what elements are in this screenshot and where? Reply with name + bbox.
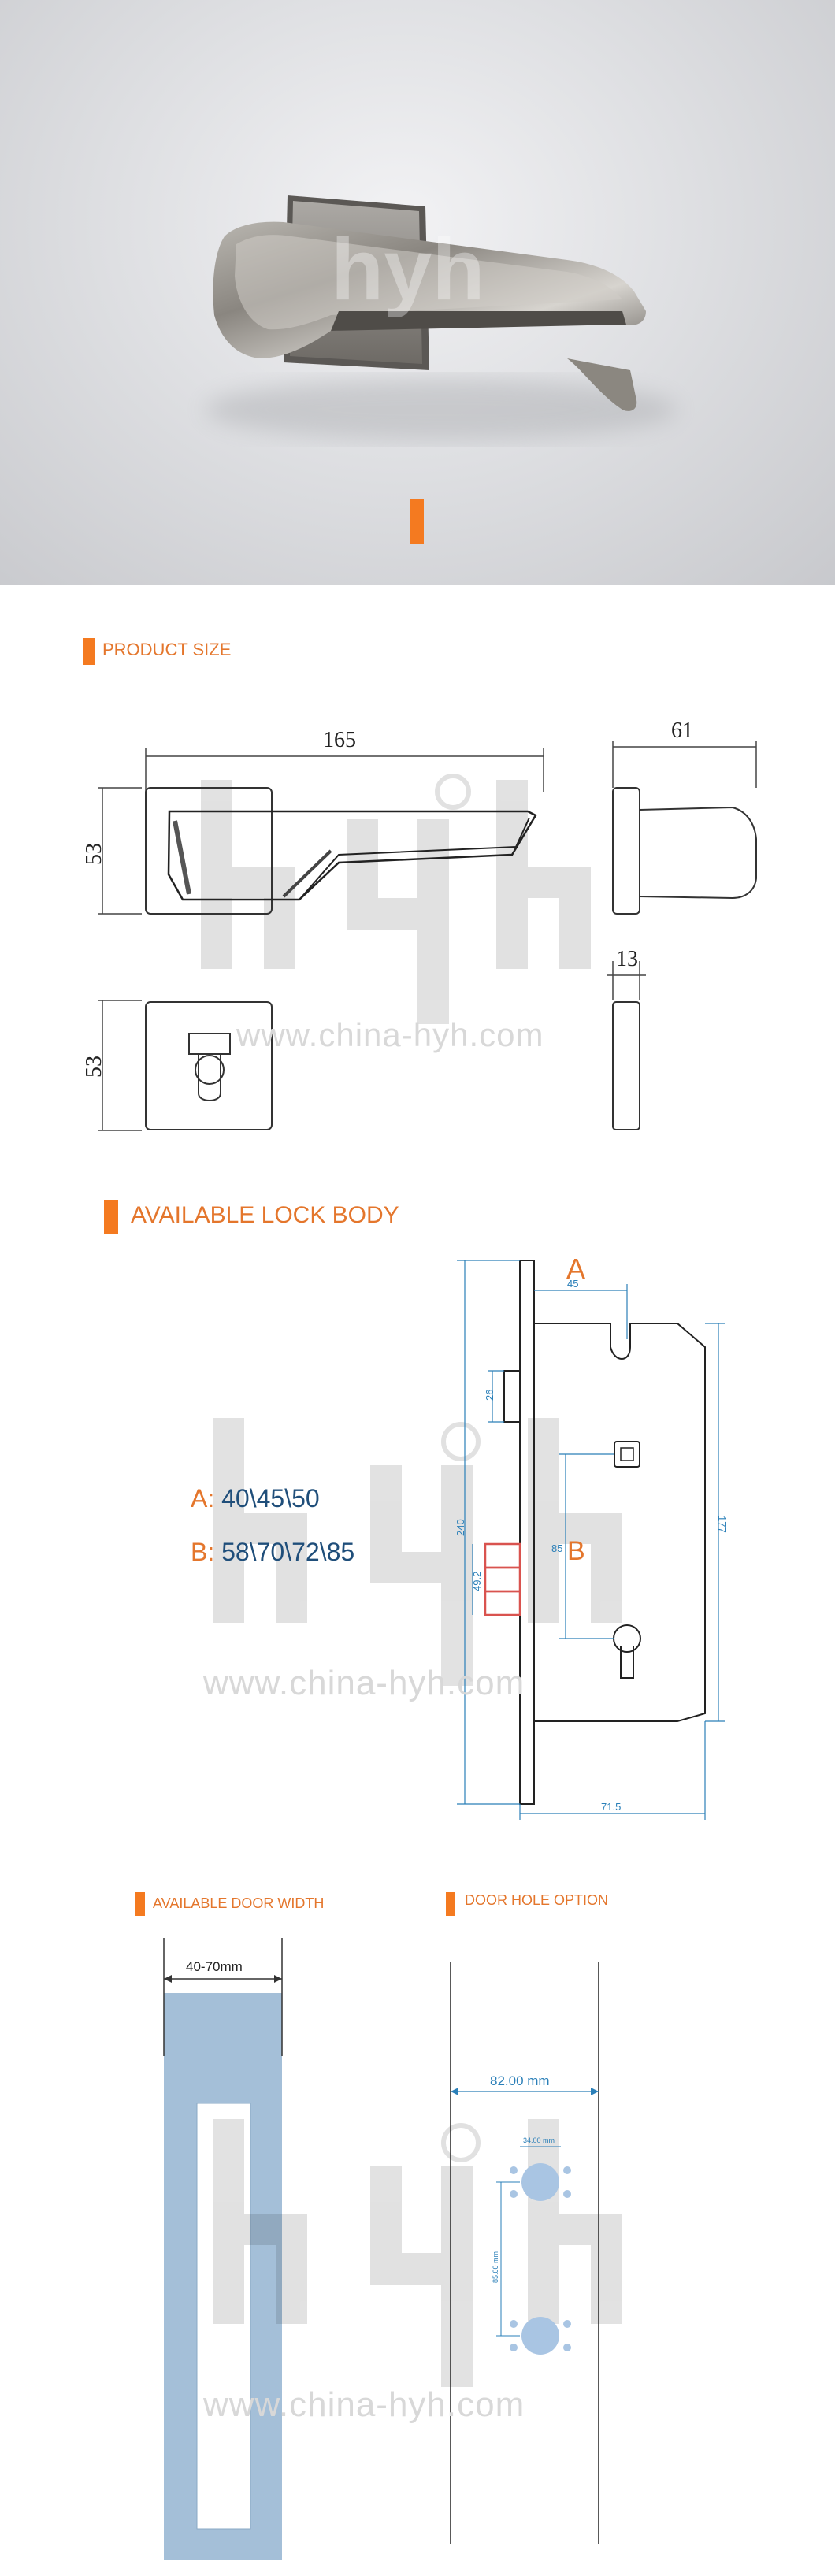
product-size-title: PRODUCT SIZE — [102, 640, 232, 659]
product-size-watermark-url: www.china-hyh.com — [236, 1016, 544, 1053]
dim-width: 71.5 — [601, 1801, 621, 1813]
door-slot — [196, 2103, 251, 2530]
dim-height-bottom: 53 — [82, 1056, 106, 1078]
dim-height-top: 53 — [82, 843, 106, 865]
door-hole-diameter: 34.00 mm — [523, 2136, 555, 2144]
dim-bolt: 26 — [484, 1390, 495, 1401]
lock-spec-a-key: A: — [191, 1484, 215, 1513]
lock-body-drawing: 45 26 240 49.2 85 177 71.5 — [213, 1260, 728, 1820]
section-marker — [135, 1892, 145, 1916]
product-size-drawing: 165 53 61 53 13 — [82, 718, 757, 1131]
door-width-title: AVAILABLE DOOR WIDTH — [153, 1895, 325, 1911]
lock-label-a: A — [566, 1253, 586, 1285]
lock-spec-b: B: 58\70\72\85 — [191, 1538, 354, 1567]
hero-watermark-logo: hyh — [331, 221, 485, 318]
lock-label-b: B — [567, 1536, 585, 1566]
lever-handle-illustration: hyh — [205, 195, 677, 441]
dim-backset: 45 — [567, 1278, 578, 1290]
dim-depth: 61 — [671, 718, 693, 743]
dim-spacing: 49.2 — [471, 1572, 483, 1591]
hero-accent-marker — [410, 499, 424, 544]
section-marker — [84, 638, 95, 665]
section-marker — [104, 1200, 118, 1234]
door-hole-spacing: 85.00 mm — [492, 2251, 499, 2283]
lock-body-title: AVAILABLE LOCK BODY — [131, 1202, 399, 1228]
lock-spec-a: A: 40\45\50 — [191, 1484, 320, 1513]
door-hole-watermark-url: www.china-hyh.com — [203, 2385, 525, 2424]
lock-spec-b-values: 58\70\72\85 — [221, 1538, 355, 1566]
door-width-range: 40-70mm — [186, 1959, 243, 1974]
hyh-watermark-logo — [213, 1418, 622, 1686]
dim-height: 240 — [455, 1519, 466, 1536]
lock-body-watermark-url: www.china-hyh.com — [203, 1664, 525, 1702]
hyh-watermark-logo — [213, 2119, 622, 2387]
dim-rose-thickness: 13 — [616, 947, 638, 971]
lock-spec-a-values: 40\45\50 — [221, 1484, 320, 1513]
dim-faceplate: 177 — [716, 1516, 728, 1533]
spindle-hole — [521, 2163, 559, 2201]
section-marker — [446, 1892, 455, 1916]
lock-spec-b-key: B: — [191, 1538, 215, 1566]
door-hole-title: DOOR HOLE OPTION — [465, 1892, 609, 1908]
dim-length: 165 — [323, 728, 356, 752]
door-diagrams: 40-70mm 82.00 mm 34.00 mm 85.00 mm — [163, 1938, 622, 2560]
cylinder-hole — [521, 2317, 559, 2355]
hero-product-photo: hyh — [0, 0, 835, 585]
door-hole-width: 82.00 mm — [490, 2073, 550, 2088]
dim-center: 85 — [551, 1542, 562, 1554]
